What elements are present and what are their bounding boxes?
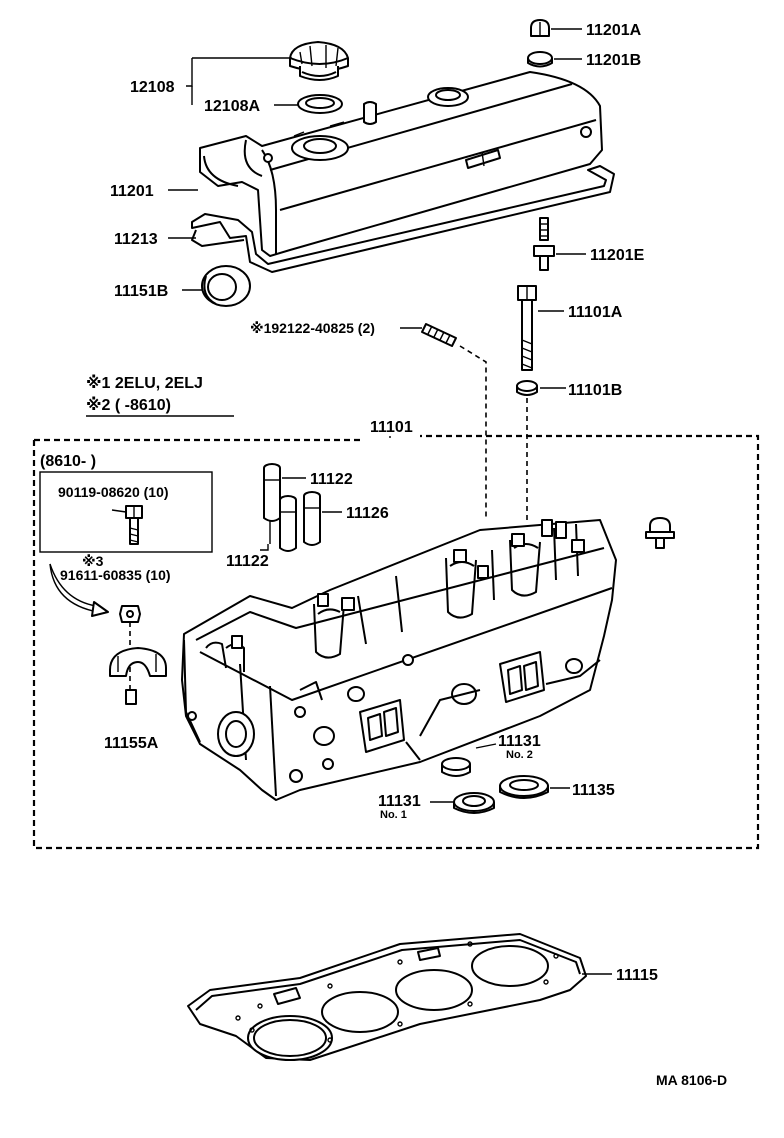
drawing-code: MA 8106-D (656, 1072, 727, 1088)
label-11126: 11126 (346, 505, 389, 522)
plug-11131-no2 (441, 757, 471, 777)
valve-guide-lower (279, 495, 297, 552)
label-11201b: 11201B (586, 52, 641, 69)
valve-cover (199, 71, 603, 257)
sub-box (39, 471, 213, 553)
label-11101: 11101 (370, 419, 413, 436)
oil-seal-11151b (201, 265, 251, 307)
label-11201: 11201 (110, 183, 154, 200)
label-11131-no1-sub: No. 1 (380, 809, 407, 821)
cap-nut-11201a (530, 19, 550, 37)
label-11101a: 11101A (568, 304, 623, 321)
label-11213: 11213 (114, 231, 158, 248)
note-2: ※2 ( -8610) (86, 396, 171, 414)
label-11131-no1: 11131 (378, 793, 421, 810)
head-bolt-11101a (517, 285, 537, 371)
dowel-pin-11155a (125, 689, 137, 705)
label-11122-top: 11122 (310, 471, 353, 488)
label-11201e: 11201E (590, 247, 645, 264)
label-11115: 11115 (616, 967, 658, 984)
plug-11131-no1 (453, 792, 495, 814)
label-11201a: 11201A (586, 22, 642, 39)
label-11101b: 11101B (568, 382, 622, 399)
bolt2-label: 91611-60835 (10) (60, 567, 171, 583)
valve-cover-gasket (191, 165, 615, 273)
note-1: ※1 2ELU, 2ELJ (86, 374, 203, 392)
label-11131-no2-sub: No. 2 (506, 749, 533, 761)
bolt-90119 (125, 505, 143, 545)
small-stud-right (645, 517, 675, 549)
grommet-11201b (527, 51, 553, 68)
cylinder-head (181, 519, 617, 801)
range-label: (8610- ) (40, 453, 96, 470)
label-11122-bottom: 11122 (226, 553, 269, 570)
stud-11201e (533, 217, 555, 271)
label-11135: 11135 (572, 782, 615, 799)
label-11131-no2: 11131 (498, 733, 541, 750)
head-gasket (187, 933, 587, 1061)
valve-guide-upper (263, 463, 281, 522)
label-11155a: 11155A (104, 735, 159, 752)
label-11151b: 11151B (114, 283, 168, 300)
mark-3: ※3 (82, 553, 104, 569)
label-12108a: 12108A (204, 98, 260, 115)
curved-arrow (49, 563, 109, 617)
bearing-cap (109, 647, 167, 677)
oil-filler-cap (289, 41, 349, 81)
label-stud-92122: ※192122-40825 (2) (250, 320, 375, 336)
oil-seal-11135 (499, 775, 549, 799)
valve-guide-11126 (303, 491, 321, 546)
bolt-label: 90119-08620 (10) (58, 484, 169, 500)
washer-11101b (516, 380, 538, 396)
stud-92122 (421, 323, 457, 347)
breather-pin (363, 101, 377, 125)
label-12108: 12108 (130, 79, 175, 96)
nut-91611 (119, 605, 141, 623)
filler-cap-gasket (297, 94, 343, 114)
